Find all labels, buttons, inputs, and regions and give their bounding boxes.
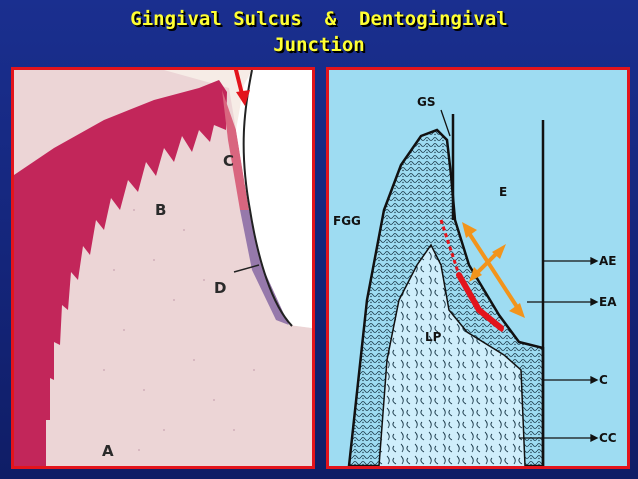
slide-title-line-1: Gingival Sulcus & Dentogingival [130,8,508,30]
schematic-diagram-panel: GS E FGG LP AE EA C CC [326,67,630,469]
slide-title-line-2: Junction [273,34,365,56]
connective-tissue-texture [103,209,255,451]
epithelial-attachment-arrow-short [469,244,506,282]
slide-title: Gingival Sulcus & Dentogingival Junction [0,6,638,58]
epithelial-attachment-arrow-long [462,222,525,318]
label-b: B [155,201,166,219]
dentogingival-schematic: GS E FGG LP AE EA C CC [333,95,617,466]
histology-image-panel: A B C D [11,67,315,469]
label-a: A [102,442,114,460]
sulcus-arrow [233,70,250,106]
label-gs: GS [417,95,436,109]
tooth-surface-line [242,70,293,327]
label-c: C [223,152,234,170]
oral-epithelium [14,80,227,466]
label-fgg: FGG [333,214,361,228]
histology-micrograph: A B C D [14,70,312,466]
label-cc: CC [599,431,617,445]
label-ea: EA [599,295,617,309]
sulcular-epithelium [222,90,249,210]
label-d: D [214,279,226,297]
label-ae: AE [599,254,616,268]
enamel-space [236,70,312,328]
junctional-epithelium [240,210,289,325]
label-c-schematic: C [599,373,608,387]
label-e: E [499,185,507,199]
label-lp: LP [425,330,442,344]
